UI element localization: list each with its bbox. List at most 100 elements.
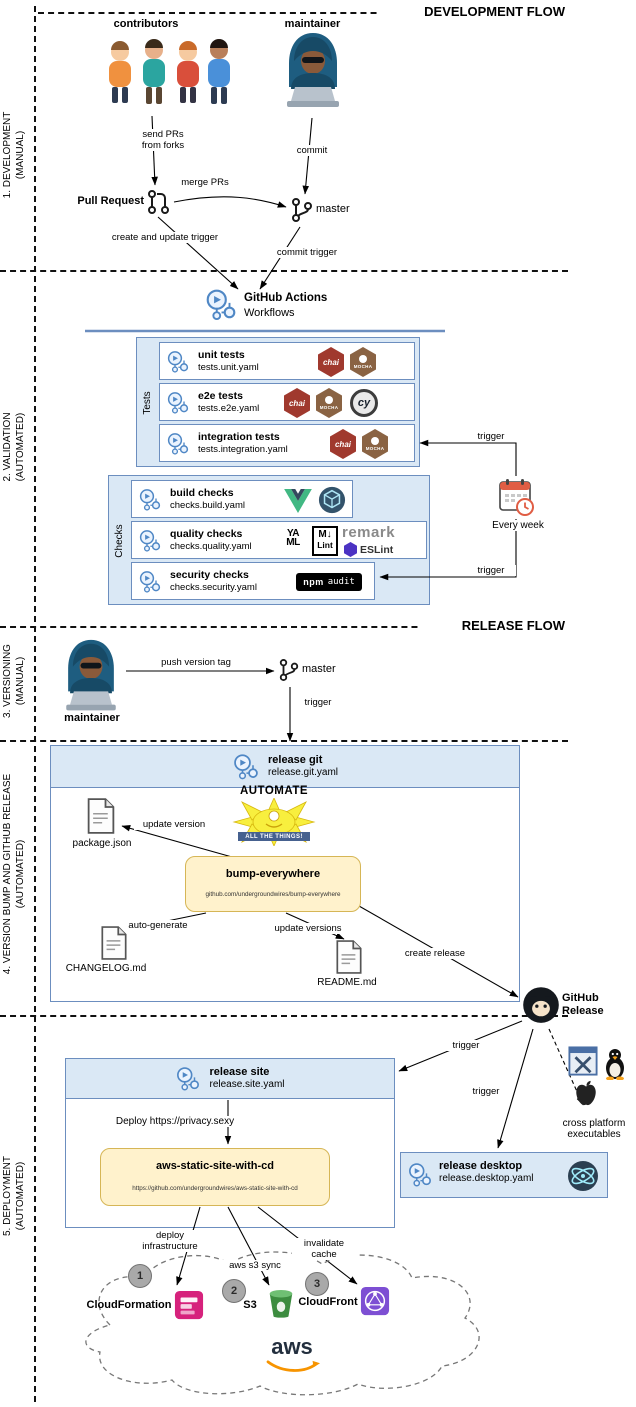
workflow-e2e-tests: e2e tests tests.e2e.yaml chai MOCHA cy — [159, 383, 415, 421]
edge-label-merge-prs: merge PRs — [176, 177, 234, 188]
edge-label-create-update-trigger: create and update trigger — [100, 232, 230, 243]
workflow-file: tests.e2e.yaml — [198, 403, 260, 414]
meme-top-text: AUTOMATE — [239, 785, 309, 797]
edge-label-trigger-release-git: trigger — [296, 697, 340, 708]
apple-icon — [574, 1080, 598, 1108]
workflow-file: checks.build.yaml — [170, 500, 245, 511]
edge-label-update-version: update version — [134, 819, 214, 830]
eslint-icon: ESLint — [344, 542, 393, 557]
workflow-build-checks: build checks checks.build.yaml — [131, 480, 353, 518]
edge-label-auto-generate: auto-generate — [118, 920, 198, 931]
mocha-icon-dot — [359, 355, 367, 363]
github-actions-subtitle: Workflows — [244, 307, 295, 319]
sidebar-section-development-line1: 1. DEVELOPMENT — [2, 111, 13, 199]
workflow-integration-tests: integration tests tests.integration.yaml… — [159, 424, 415, 462]
file-icon-readme — [335, 940, 363, 974]
divider-development-validation — [0, 270, 568, 272]
release-desktop-box: release desktop release.desktop.yaml — [400, 1152, 608, 1198]
bump-everywhere-box: bump-everywhere github.com/undergroundwi… — [185, 856, 361, 912]
github-actions-icon — [204, 288, 238, 322]
contributors-label: contributors — [113, 18, 179, 30]
workflow-security-checks: security checks checks.security.yaml npm… — [131, 562, 375, 600]
edge-label-push-version-tag: push version tag — [150, 657, 242, 668]
release-git-header-text: release git release.git.yaml — [267, 754, 339, 778]
edge-label-update-versions: update versions — [266, 923, 350, 934]
cloudformation-icon — [174, 1290, 204, 1320]
mocha-icon: MOCHA — [316, 388, 342, 418]
readme-label: README.md — [317, 977, 377, 988]
workflow-name: integration tests — [198, 431, 280, 443]
step-badge-3: 3 — [305, 1272, 329, 1296]
master-branch-label: master — [316, 203, 350, 215]
github-actions-icon — [166, 350, 190, 374]
workflow-file: tests.integration.yaml — [198, 444, 288, 455]
github-release-label-line2: Release — [562, 1005, 604, 1017]
package-json-label: package.json — [72, 838, 132, 849]
edge-label-create-release: create release — [396, 948, 474, 959]
workflow-security-checks-text: security checks checks.security.yaml — [170, 569, 257, 594]
workflow-name: quality checks — [170, 528, 243, 540]
file-icon-changelog — [100, 926, 128, 960]
mocha-icon: MOCHA — [362, 429, 388, 459]
maintainer-illustration — [281, 30, 345, 116]
bump-everywhere-title: bump-everywhere — [225, 868, 321, 880]
chai-icon: chai — [284, 388, 310, 418]
pull-request-label: Pull Request — [77, 195, 144, 207]
meme-banner-text: ALL THE THINGS! — [238, 832, 310, 841]
maintainer-illustration — [60, 638, 122, 718]
release-flow-title: RELEASE FLOW — [418, 618, 568, 633]
workflow-name: unit tests — [198, 349, 245, 361]
contributors-illustration — [98, 34, 238, 114]
github-release-label-line1: GitHub — [562, 992, 599, 1004]
sidebar-section-bump: 4. VERSION BUMP AND GITHUB RELEASE (AUTO… — [1, 749, 27, 999]
github-actions-icon — [138, 570, 162, 594]
github-actions-icon — [138, 529, 162, 553]
sidebar-section-versioning: 3. VERSIONING (MANUAL) — [1, 611, 27, 751]
step-badge-1: 1 — [128, 1264, 152, 1288]
workflow-name: e2e tests — [198, 390, 243, 402]
chai-icon: chai — [318, 347, 344, 377]
git-branch-icon — [278, 658, 300, 682]
cypress-icon: cy — [350, 389, 378, 417]
aws-static-site-title: aws-static-site-with-cd — [156, 1160, 274, 1172]
linux-tux-icon — [602, 1048, 628, 1080]
master-branch-label: master — [302, 663, 336, 675]
tests-group-label: Tests — [142, 391, 153, 415]
workflow-e2e-tests-text: e2e tests tests.e2e.yaml — [198, 390, 259, 415]
workflow-quality-checks-text: quality checks checks.quality.yaml — [170, 528, 252, 553]
checks-group-box: Checks build checks checks.build.yaml qu… — [108, 475, 430, 605]
sidebar-section-deployment: 5. DEPLOYMENT (AUTOMATED) — [1, 1111, 27, 1281]
sidebar-section-development: 1. DEVELOPMENT (MANUAL) — [1, 75, 27, 235]
github-actions-icon — [407, 1162, 433, 1188]
bump-everywhere-subtitle: github.com/undergroundwires/bump-everywh… — [205, 891, 341, 898]
development-flow-title: DEVELOPMENT FLOW — [378, 4, 568, 19]
sidebar-section-versioning-line1: 3. VERSIONING — [2, 644, 13, 718]
aws-static-site-subtitle: https://github.com/undergroundwires/aws-… — [132, 1185, 298, 1192]
edge-label-trigger-desktop: trigger — [464, 1086, 508, 1097]
edge-label-trigger-site: trigger — [444, 1040, 488, 1051]
edge-label-s3-sync: aws s3 sync — [220, 1260, 290, 1271]
yaml-lint-icon: YA ML — [286, 528, 300, 548]
divider-top — [38, 12, 568, 14]
mocha-icon: MOCHA — [350, 347, 376, 377]
edge-label-trigger-tests: trigger — [466, 431, 516, 442]
calendar-icon — [498, 478, 534, 516]
sidebar-section-development-line2: (MANUAL) — [15, 130, 26, 180]
aws-static-site-box: aws-static-site-with-cd https://github.c… — [100, 1148, 330, 1206]
sidebar-section-validation-line1: 2. VALIDATION — [2, 412, 13, 482]
release-git-header: release git release.git.yaml — [51, 746, 519, 788]
eslint-hexagon — [344, 542, 357, 557]
divider-release-flow — [0, 626, 568, 628]
markdown-lint-icon: M↓ Lint — [312, 526, 338, 556]
github-actions-icon — [138, 488, 162, 512]
edge-label-deploy-infrastructure: deploy infrastructure — [128, 1230, 212, 1252]
sidebar-section-versioning-line2: (MANUAL) — [15, 656, 26, 706]
s3-icon — [266, 1288, 296, 1320]
divider-bump-deployment — [0, 1015, 568, 1017]
github-release-icon — [522, 986, 560, 1024]
cloudfront-label: CloudFront — [298, 1296, 358, 1308]
remark-icon: remark — [342, 524, 396, 541]
divider-versioning-bump — [0, 740, 568, 742]
workflow-unit-tests: unit tests tests.unit.yaml chai MOCHA — [159, 342, 415, 380]
